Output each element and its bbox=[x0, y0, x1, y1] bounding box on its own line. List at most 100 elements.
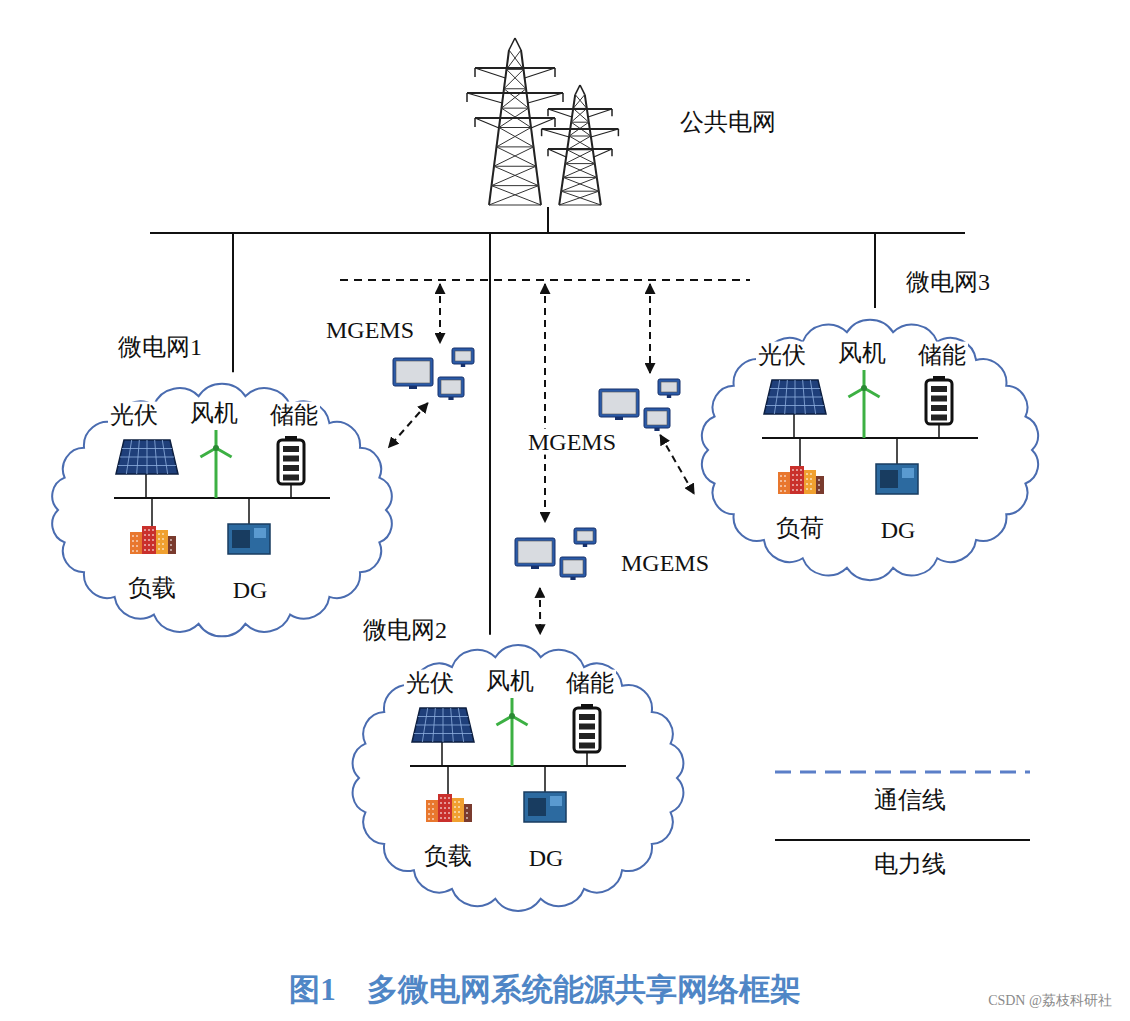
building-window bbox=[466, 813, 470, 814]
building-window bbox=[158, 534, 166, 535]
equipment-label: DG bbox=[879, 517, 918, 543]
tower-lattice bbox=[567, 136, 591, 150]
building-window bbox=[170, 540, 174, 541]
pv-wire bbox=[441, 742, 443, 766]
monitor-frame bbox=[515, 538, 555, 566]
tower-arm bbox=[531, 118, 555, 128]
equipment-label: 光伏 bbox=[404, 670, 456, 696]
tower-arm bbox=[467, 93, 502, 103]
building-window bbox=[144, 540, 154, 541]
tower-arm bbox=[548, 109, 572, 117]
insulator bbox=[474, 68, 476, 77]
communication-link bbox=[539, 588, 541, 634]
tower-arm bbox=[525, 68, 555, 78]
building-window bbox=[818, 490, 822, 491]
tower-lattice bbox=[559, 191, 599, 205]
battery-level bbox=[283, 465, 299, 471]
tower-lattice bbox=[565, 150, 593, 164]
tower-lattice bbox=[559, 205, 601, 206]
tower-arm bbox=[528, 93, 563, 103]
equipment-item: 光伏 bbox=[756, 341, 808, 370]
tower-lattice bbox=[507, 50, 522, 69]
insulator bbox=[618, 129, 620, 136]
tower-lattice bbox=[497, 128, 532, 147]
tower-lattice bbox=[502, 108, 529, 109]
generator-panel bbox=[254, 528, 266, 538]
battery-body bbox=[926, 380, 952, 424]
load-wire bbox=[799, 438, 801, 466]
pv-panel bbox=[116, 440, 178, 474]
tower-lattice bbox=[569, 136, 591, 137]
generator-body bbox=[524, 792, 566, 822]
building-window bbox=[428, 819, 436, 820]
microgrid-cloud: 光伏风机储能负载DG微电网2 bbox=[326, 623, 710, 933]
battery-level bbox=[283, 446, 299, 452]
legend-sample bbox=[775, 839, 1030, 841]
generator-body bbox=[876, 464, 918, 494]
monitor-screen bbox=[602, 392, 636, 414]
tower-arm bbox=[475, 68, 505, 78]
battery-level bbox=[579, 733, 595, 739]
cloud-outline bbox=[52, 384, 392, 637]
equipment-label: 储能 bbox=[564, 670, 616, 696]
insulator bbox=[541, 129, 543, 136]
generator-engine bbox=[232, 530, 250, 548]
equipment-item: DG bbox=[527, 844, 566, 873]
tower-lattice bbox=[561, 177, 597, 191]
pv-grid bbox=[126, 440, 131, 474]
monitor-frame bbox=[452, 348, 474, 364]
pv-wire bbox=[793, 414, 795, 438]
turbine-tower bbox=[863, 388, 866, 438]
building-window bbox=[158, 539, 166, 540]
monitor-stand bbox=[531, 566, 539, 569]
equipment-item: 风机 bbox=[484, 667, 536, 696]
equipment-label: 风机 bbox=[188, 400, 240, 426]
system-name: MGEMS bbox=[526, 429, 618, 455]
building-window bbox=[806, 489, 814, 490]
tower-lattice bbox=[492, 166, 537, 185]
building-window bbox=[440, 803, 450, 804]
computer-icons bbox=[515, 528, 596, 580]
generator-wire bbox=[896, 438, 898, 464]
building-block bbox=[464, 804, 472, 822]
generator-panel bbox=[550, 796, 562, 806]
generator-panel bbox=[902, 468, 914, 478]
monitor-screen bbox=[647, 411, 667, 425]
grid-name: 公共电网 bbox=[678, 109, 778, 135]
equipment-item: 储能 bbox=[916, 341, 968, 370]
pv-panel bbox=[764, 380, 826, 414]
turbine-hub bbox=[213, 445, 219, 451]
monitor-frame bbox=[574, 528, 596, 544]
building-window bbox=[428, 809, 436, 810]
label-holder: 微电网1 bbox=[116, 333, 204, 362]
building-window bbox=[440, 813, 450, 814]
insulator bbox=[547, 109, 549, 116]
equipment-item: 储能 bbox=[268, 401, 320, 430]
tower-frame bbox=[515, 38, 521, 50]
system-name: MGEMS bbox=[619, 550, 711, 576]
tower-lattice bbox=[504, 88, 526, 89]
equipment-item: DG bbox=[231, 576, 270, 605]
insulator bbox=[611, 149, 613, 156]
tower-arm bbox=[467, 92, 563, 94]
tower-lattice bbox=[494, 166, 536, 167]
building-window bbox=[440, 808, 450, 809]
building-window bbox=[454, 817, 462, 818]
tower-lattice bbox=[569, 136, 593, 150]
tower-lattice bbox=[492, 185, 539, 186]
generator-engine bbox=[528, 798, 546, 816]
tower-lattice bbox=[567, 150, 595, 164]
tower-lattice bbox=[575, 95, 587, 109]
tower-arm bbox=[542, 129, 569, 137]
battery-wire bbox=[290, 484, 292, 498]
monitor-stand bbox=[667, 395, 671, 398]
tower-arm bbox=[475, 118, 499, 128]
building-window bbox=[132, 551, 140, 552]
computer-icons bbox=[393, 348, 474, 400]
tower-lattice bbox=[573, 95, 585, 109]
tower-lattice bbox=[563, 177, 597, 178]
tower-arm bbox=[475, 67, 555, 69]
tower-lattice bbox=[504, 89, 529, 108]
turbine-tower bbox=[511, 716, 514, 766]
